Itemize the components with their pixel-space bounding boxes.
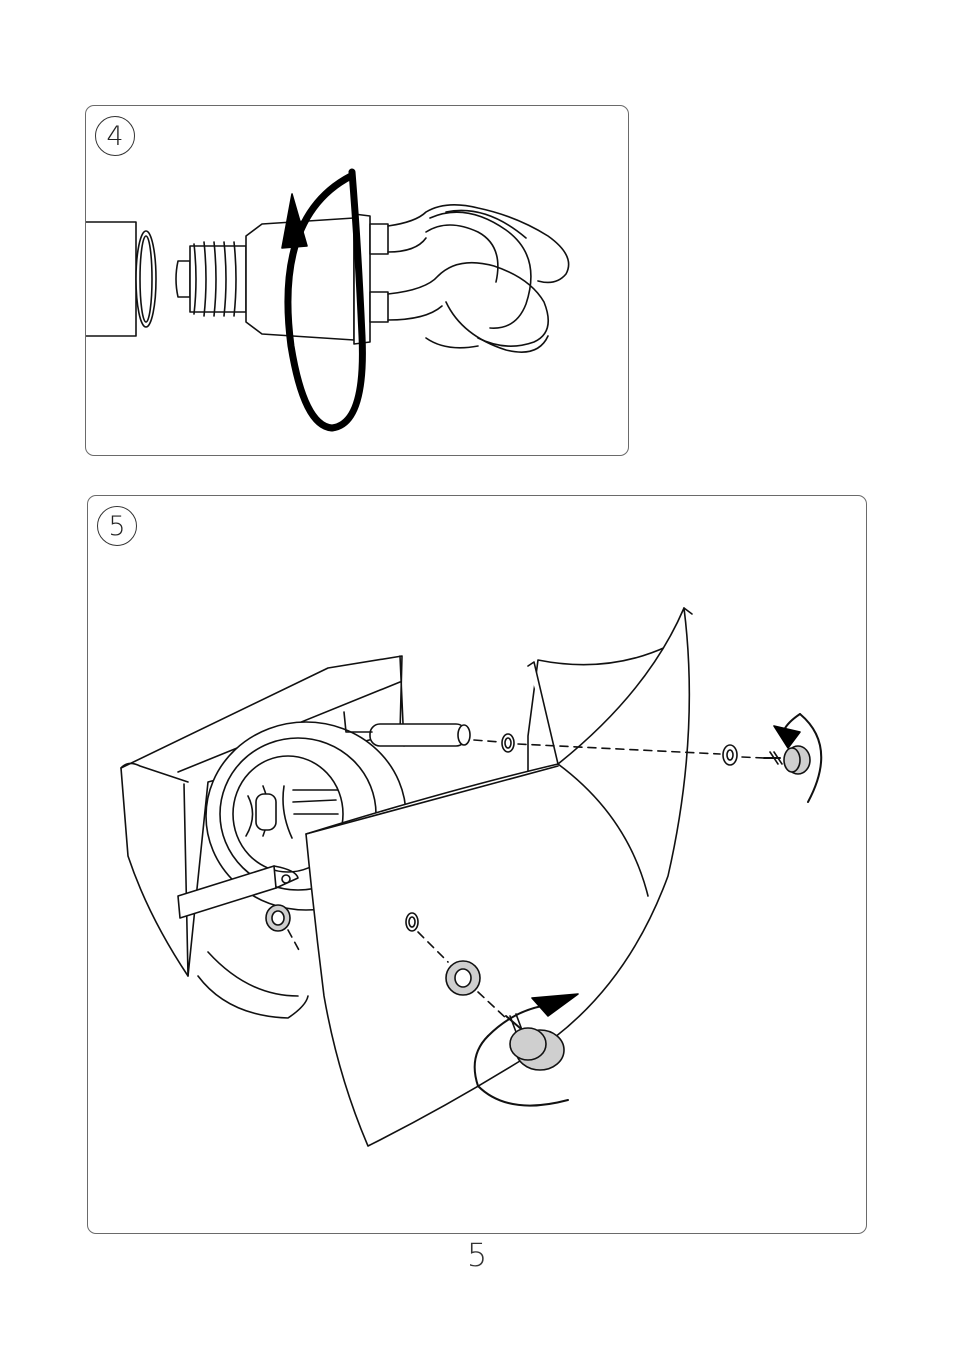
page-number: 5 <box>0 1236 954 1274</box>
step-4-panel: 4 <box>85 105 629 456</box>
replace-cfl-bulb-illustration-icon <box>86 106 630 457</box>
step-5-panel: 5 <box>87 495 867 1234</box>
attach-shade-with-screws-illustration-icon <box>88 496 868 1235</box>
